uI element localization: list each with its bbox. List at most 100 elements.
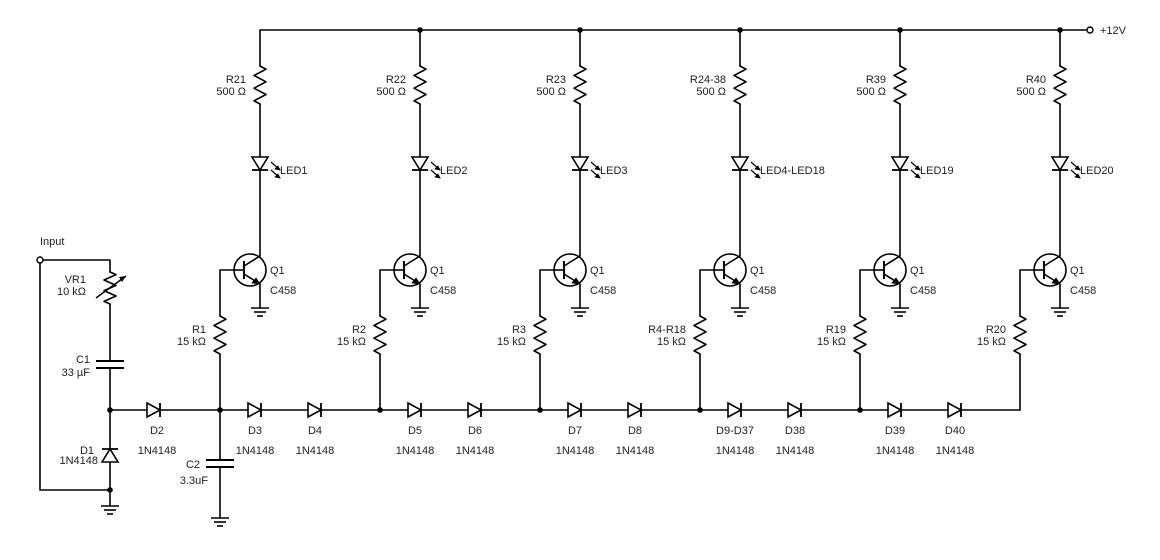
chain-diode-a-value: 1N4148 — [716, 445, 755, 457]
c2-capacitor — [206, 459, 234, 468]
chain-diode-a — [567, 401, 583, 419]
base-resistor-value: 15 kΩ — [497, 336, 526, 348]
base-resistor-value: 15 kΩ — [977, 336, 1006, 348]
transistor-ref: Q1 — [1070, 265, 1085, 277]
ground-symbol — [891, 307, 909, 317]
wire-base-lead — [859, 269, 875, 317]
c1-value: 33 µF — [62, 367, 91, 379]
led-label: LED20 — [1080, 165, 1114, 177]
led-label: LED2 — [440, 165, 468, 177]
chain-diode-b-value: 1N4148 — [456, 445, 495, 457]
wire-base-lead — [699, 269, 715, 317]
chain-diode-a — [247, 401, 263, 419]
ground-symbol — [411, 307, 429, 317]
collector-resistor-value: 500 Ω — [1016, 86, 1046, 98]
chain-diode-a-value: 1N4148 — [396, 445, 435, 457]
base-resistor-ref: R19 — [826, 324, 846, 336]
chain-diode-a — [727, 401, 743, 419]
collector-resistor — [413, 65, 427, 105]
transistor-ref: Q1 — [430, 265, 445, 277]
led-diode — [890, 156, 921, 179]
chain-diode-b-ref: D38 — [785, 425, 805, 437]
collector-resistor-value: 500 Ω — [376, 86, 406, 98]
supply-terminal — [1086, 26, 1094, 34]
ground-symbol — [1051, 307, 1069, 317]
led-diode — [730, 156, 761, 179]
chain-diode-a — [407, 401, 423, 419]
chain-diode-a-ref: D3 — [248, 425, 262, 437]
wire-base-lead — [379, 269, 395, 317]
chain-diode-b-ref: D4 — [308, 425, 322, 437]
input-terminal — [36, 256, 44, 264]
base-resistor — [213, 315, 227, 355]
transistor-part: C458 — [750, 285, 776, 297]
npn-transistor — [873, 253, 907, 287]
npn-transistor — [713, 253, 747, 287]
collector-resistor-ref: R21 — [226, 74, 246, 86]
wire-input-return — [39, 262, 111, 491]
chain-diode-a-ref: D39 — [885, 425, 905, 437]
collector-resistor-ref: R39 — [866, 74, 886, 86]
transistor-part: C458 — [590, 285, 616, 297]
chain-diode-b — [307, 401, 323, 419]
transistor-ref: Q1 — [750, 265, 765, 277]
chain-diode-b-value: 1N4148 — [296, 445, 335, 457]
transistor-ref: Q1 — [910, 265, 925, 277]
chain-diode-a-value: 1N4148 — [876, 445, 915, 457]
chain-diode-a — [887, 401, 903, 419]
collector-resistor — [253, 65, 267, 105]
base-resistor-value: 15 kΩ — [817, 336, 846, 348]
base-resistor-ref: R3 — [512, 324, 526, 336]
supply-bus: +12V — [259, 25, 1127, 37]
chain-diode-a-value: 1N4148 — [236, 445, 275, 457]
transistor-part: C458 — [270, 285, 296, 297]
chain-diode-a-ref: D7 — [568, 425, 582, 437]
led-label: LED19 — [920, 165, 954, 177]
input-label: Input — [40, 236, 64, 248]
chain-diode-a-ref: D9-D37 — [716, 425, 754, 437]
led-diode — [570, 156, 601, 179]
d2-value: 1N4148 — [138, 445, 177, 457]
led-label: LED3 — [600, 165, 628, 177]
collector-resistor-ref: R24-38 — [690, 74, 726, 86]
chain-diode-b-value: 1N4148 — [616, 445, 655, 457]
c1-ref: C1 — [76, 354, 90, 366]
collector-resistor — [1053, 65, 1067, 105]
chain-diode-b — [627, 401, 643, 419]
transistor-part: C458 — [910, 285, 936, 297]
chain-diode-b-ref: D8 — [628, 425, 642, 437]
collector-resistor-ref: R23 — [546, 74, 566, 86]
base-resistor — [853, 315, 867, 355]
base-resistor-ref: R4-R18 — [648, 324, 686, 336]
led-diode — [250, 156, 281, 179]
supply-label: +12V — [1100, 25, 1127, 37]
collector-resistor-value: 500 Ω — [696, 86, 726, 98]
led-diode — [1050, 156, 1081, 179]
base-resistor-ref: R20 — [986, 324, 1006, 336]
collector-resistor — [893, 65, 907, 105]
transistor-part: C458 — [1070, 285, 1096, 297]
base-resistor-ref: R1 — [192, 324, 206, 336]
vr1-value: 10 kΩ — [57, 286, 86, 298]
wire-base-lead — [219, 269, 235, 317]
collector-resistor — [733, 65, 747, 105]
base-resistor-value: 15 kΩ — [337, 336, 366, 348]
chain-diode-b-ref: D6 — [468, 425, 482, 437]
collector-resistor-ref: R40 — [1026, 74, 1046, 86]
base-resistor-value: 15 kΩ — [177, 336, 206, 348]
base-resistor — [533, 315, 547, 355]
collector-resistor-value: 500 Ω — [536, 86, 566, 98]
chain-diode-b-value: 1N4148 — [936, 445, 975, 457]
ground-symbol — [571, 307, 589, 317]
d2-diode — [146, 401, 162, 419]
npn-transistor — [1033, 253, 1067, 287]
base-resistor-ref: R2 — [352, 324, 366, 336]
d1-diode — [100, 447, 120, 463]
